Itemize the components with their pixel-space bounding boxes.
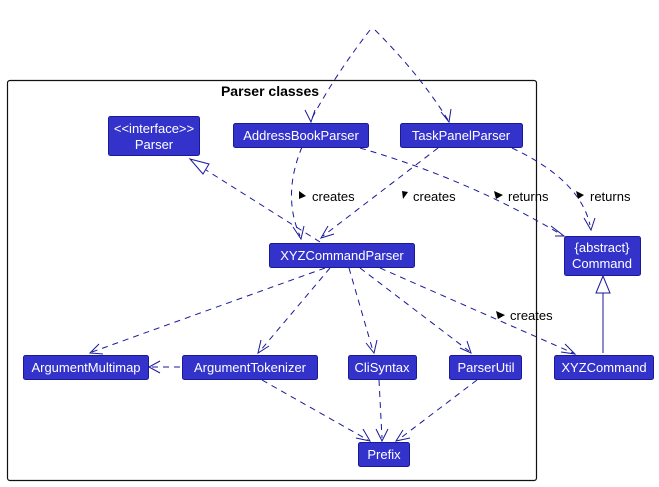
arrowhead-open (560, 343, 577, 355)
class-name: CliSyntax (355, 360, 410, 375)
class-clisyntax: CliSyntax (348, 355, 417, 380)
label-direction-icon (494, 191, 503, 199)
edge-xyzparser-clisyntax (348, 267, 374, 352)
class-box (233, 123, 369, 148)
class-stereotype: {abstract} (575, 240, 631, 255)
class-name: ArgumentMultimap (31, 360, 140, 375)
edge-parserutil-prefix (397, 379, 478, 441)
class-name: Command (572, 256, 632, 271)
edge-xyzparser-argumentmultimap (91, 267, 326, 353)
arrowhead-triangle (188, 158, 210, 175)
label-direction-icon (299, 191, 306, 199)
class-taskpanelparser: TaskPanelParser (400, 123, 523, 148)
class-xyzcommand: XYZCommand (554, 355, 654, 380)
arrowhead-open (365, 339, 378, 355)
arrowhead-open (583, 217, 596, 232)
class-box (182, 355, 318, 380)
class-parserutil: ParserUtil (449, 355, 522, 380)
arrowhead-open (355, 428, 372, 442)
edge-tokenizer-prefix (261, 379, 369, 441)
class-name: AddressBookParser (243, 128, 359, 143)
arrowhead-open (292, 225, 305, 241)
arrowhead-open (375, 428, 389, 443)
edge-realization-parser (205, 169, 321, 243)
arrowhead-open (550, 225, 566, 237)
class-command: {abstract} Command (564, 236, 641, 276)
edge-taskpanel-creates-xyzparser (322, 147, 439, 237)
arrowhead-open (304, 109, 316, 124)
class-box (108, 116, 200, 156)
class-argumenttokenizer: ArgumentTokenizer (182, 355, 318, 380)
arrowhead-open (319, 225, 335, 239)
edge-label-creates: creates (510, 308, 553, 323)
arrowhead-open (459, 340, 472, 354)
class-box (400, 123, 523, 148)
class-box (358, 442, 410, 467)
label-direction-icon (576, 191, 584, 199)
class-parser: <<interface>> Parser (108, 116, 200, 156)
arrowhead-open (88, 343, 104, 355)
edges (88, 29, 611, 443)
class-name: Parser (135, 137, 174, 152)
edge-label-creates: creates (413, 189, 456, 204)
label-direction-icon (496, 311, 505, 319)
class-name: ParserUtil (457, 360, 514, 375)
arrowhead-triangle (595, 274, 611, 294)
edge-label-returns: returns (590, 189, 631, 204)
arrowhead-open (440, 108, 452, 124)
class-name: ArgumentTokenizer (194, 360, 307, 375)
class-box (554, 355, 654, 380)
class-name: XYZCommand (561, 360, 646, 375)
class-box (269, 243, 415, 268)
edge-taskpanel-returns-command (511, 147, 591, 226)
edge-xyzparser-argumenttokenizer (259, 267, 331, 352)
class-xyzcommandparser: XYZCommandParser (269, 243, 415, 268)
class-stereotype: <<interface>> (114, 121, 194, 136)
class-name: XYZCommandParser (280, 248, 404, 263)
package-title: Parser classes (221, 83, 319, 99)
class-box (23, 355, 149, 380)
edge-entry-addressbookparser (310, 29, 371, 121)
edge-addressbook-returns-command (359, 147, 563, 236)
package-parser-classes: Parser classes (6, 79, 538, 482)
edge-label-returns: returns (508, 189, 549, 204)
class-name: Prefix (367, 447, 401, 462)
edge-entry-taskpanelparser (374, 29, 449, 121)
arrowhead-open (394, 429, 411, 442)
class-box (449, 355, 522, 380)
edge-addressbook-creates-xyzparser (291, 146, 303, 237)
classes: <<interface>> Parser AddressBookParser T… (23, 116, 654, 467)
edge-labels: creates creates returns returns creates (299, 189, 631, 323)
edge-clisyntax-prefix (378, 379, 383, 439)
edge-xyzparser-parserutil (359, 267, 470, 352)
class-prefix: Prefix (358, 442, 410, 467)
class-argumentmultimap: ArgumentMultimap (23, 355, 149, 380)
class-addressbookparser: AddressBookParser (233, 123, 369, 148)
class-box (564, 236, 641, 276)
class-box (348, 355, 417, 380)
edge-label-creates: creates (312, 189, 355, 204)
edge-xyzparser-creates-xyzcommand (379, 267, 574, 354)
package-frame (6, 79, 538, 482)
arrowhead-open (257, 339, 270, 355)
class-name: TaskPanelParser (412, 128, 511, 143)
label-direction-icon (402, 191, 408, 199)
